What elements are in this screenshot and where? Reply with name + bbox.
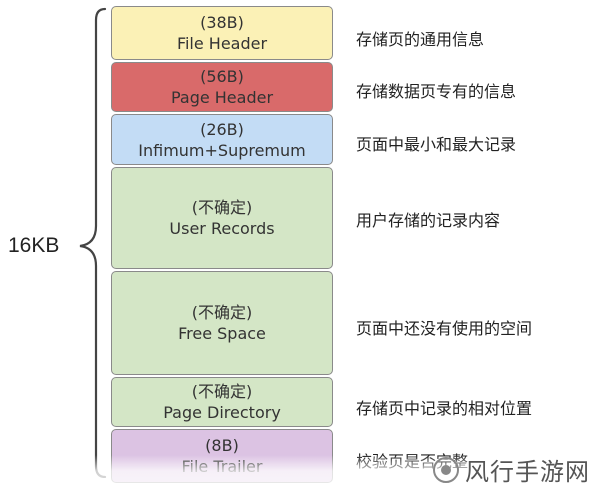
watermark: 风行手游网 bbox=[433, 452, 590, 487]
watermark-text: 风行手游网 bbox=[465, 458, 590, 486]
block-description: 页面中最小和最大记录 bbox=[356, 135, 517, 154]
block-size: (不确定) bbox=[191, 382, 253, 401]
block-infimum-supremum: (26B) Infimum+Supremum bbox=[111, 114, 333, 165]
page-size-label: 16KB bbox=[8, 234, 60, 257]
block-page-directory: (不确定) Page Directory bbox=[111, 377, 333, 427]
block-name: Page Header bbox=[170, 88, 274, 107]
block-free-space: (不确定) Free Space bbox=[111, 271, 333, 375]
block-description: 存储页中记录的相对位置 bbox=[356, 399, 533, 418]
block-name: Free Space bbox=[178, 324, 266, 343]
watermark-logo-icon bbox=[433, 456, 459, 483]
block-size: (8B) bbox=[205, 436, 239, 455]
block-description: 存储页的通用信息 bbox=[356, 30, 485, 49]
block-size: (不确定) bbox=[191, 303, 253, 322]
block-file-trailer: (8B) File Trailer bbox=[111, 429, 333, 483]
block-file-header: (38B) File Header bbox=[111, 6, 333, 60]
block-name: User Records bbox=[169, 219, 275, 238]
block-name: Infimum+Supremum bbox=[138, 140, 306, 160]
block-size: (56B) bbox=[200, 67, 244, 86]
block-description: 存储数据页专有的信息 bbox=[356, 82, 517, 101]
block-description: 用户存储的记录内容 bbox=[356, 211, 501, 230]
block-size: (不确定) bbox=[191, 198, 253, 217]
block-size: (26B) bbox=[200, 119, 244, 139]
block-name: File Header bbox=[176, 34, 268, 53]
block-size: (38B) bbox=[200, 13, 244, 32]
curly-brace bbox=[79, 7, 107, 478]
block-user-records: (不确定) User Records bbox=[111, 167, 333, 269]
block-name: File Trailer bbox=[181, 457, 263, 476]
block-name: Page Directory bbox=[163, 403, 281, 422]
block-page-header: (56B) Page Header bbox=[111, 62, 333, 112]
block-description: 页面中还没有使用的空间 bbox=[356, 319, 533, 338]
